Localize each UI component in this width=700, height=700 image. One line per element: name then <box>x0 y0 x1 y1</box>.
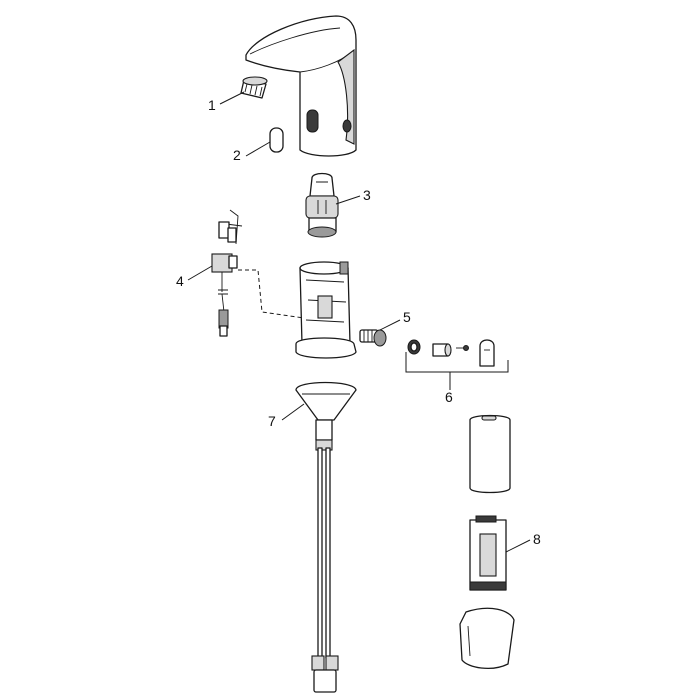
leader-1 <box>219 91 245 105</box>
part-6-bracket <box>405 352 509 373</box>
callout-3: 3 <box>363 187 371 203</box>
leader-7 <box>281 403 305 421</box>
callout-6: 6 <box>445 389 453 405</box>
mounting-set-part <box>295 381 357 693</box>
valve-housing <box>295 261 357 359</box>
faucet-body <box>245 15 357 157</box>
callout-2: 2 <box>233 147 241 163</box>
battery-pack-part <box>459 414 515 670</box>
check-valve-part <box>359 329 387 347</box>
callout-5: 5 <box>403 309 411 325</box>
cable-connection-guide <box>238 269 305 319</box>
callout-7: 7 <box>268 413 276 429</box>
temperature-set-part <box>407 339 495 367</box>
leader-3 <box>335 195 361 205</box>
callout-8: 8 <box>533 531 541 547</box>
aerator-part <box>240 76 268 99</box>
leader-2 <box>245 141 271 157</box>
callout-4: 4 <box>176 273 184 289</box>
leader-5 <box>379 319 401 331</box>
callout-1: 1 <box>208 97 216 113</box>
control-cable-part <box>211 209 243 337</box>
solenoid-valve-part <box>305 172 339 238</box>
sensor-window-part <box>269 127 284 153</box>
leader-4 <box>187 265 213 281</box>
leader-8 <box>505 539 531 553</box>
